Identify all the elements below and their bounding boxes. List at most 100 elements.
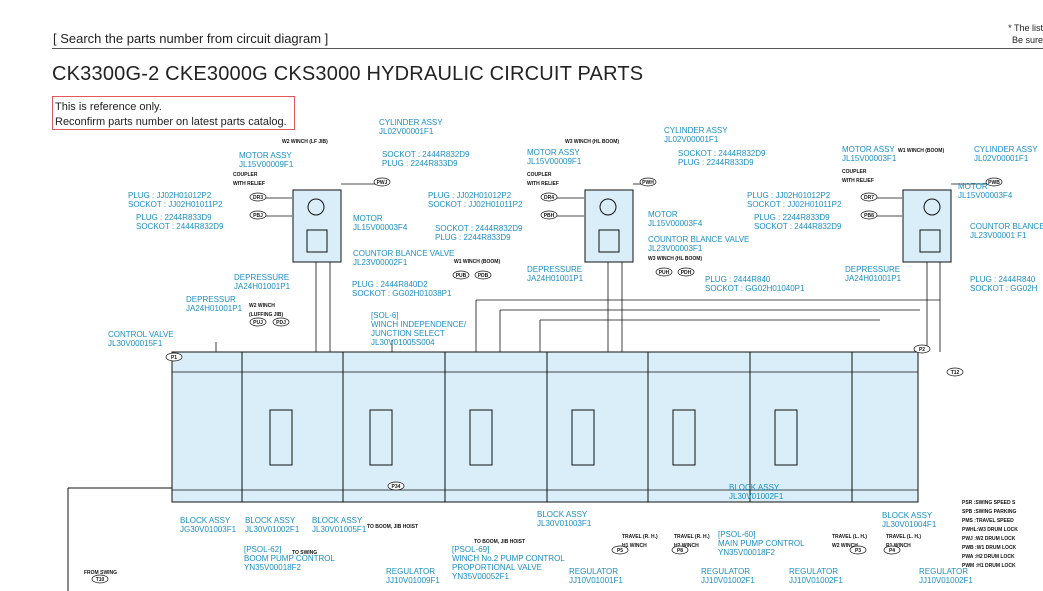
port-label: PUH — [659, 270, 670, 276]
port-marker — [883, 545, 901, 555]
search-parts-title: [ Search the parts number from circuit d… — [53, 31, 329, 46]
w3-hl-label: W3 WINCH (HL BOOM) — [648, 256, 702, 262]
port-label: PBJ — [253, 213, 263, 219]
port-marker — [985, 177, 1003, 187]
port-marker — [474, 270, 492, 280]
port-label: P34 — [392, 484, 401, 490]
w2-winch-motor — [292, 189, 342, 263]
to-boom-jib-label-2: TO BOOM, JIB HOIST — [474, 539, 525, 545]
reference-notice-line1: This is reference only. — [55, 101, 162, 113]
port-label: PWB — [988, 180, 1000, 186]
w1-winch-motor — [902, 189, 952, 263]
port-marker — [946, 367, 964, 377]
port-marker — [540, 210, 558, 220]
port-marker — [849, 545, 867, 555]
w1-winch-label: W1 WINCH (BOOM) — [898, 148, 944, 154]
port-label: PDB — [478, 273, 489, 279]
port-label: PWJ — [377, 180, 388, 186]
port-marker — [655, 267, 673, 277]
port-label: PDH — [681, 270, 692, 276]
schematic-text: W2 WINCH (LF JIB) W3 WINCH (HL BOOM) W1 WI… — [84, 139, 1018, 584]
port-label: P5 — [617, 548, 623, 554]
port-label: PBH — [544, 213, 555, 219]
port-label: P1 — [171, 355, 177, 361]
spool-symbol — [369, 409, 393, 466]
w3-winch-label: W3 WINCH (HL BOOM) — [565, 139, 619, 145]
travel-label-1: TRAVEL (R. H.)H1 WINCH — [622, 534, 658, 549]
to-swing-label: TO SWING — [292, 550, 317, 556]
port-label: DR3 — [253, 195, 263, 201]
header-note-line2: Be sure — [1011, 35, 1043, 45]
travel-label-3: TRAVEL (L. H.)W2 WINCH — [832, 534, 867, 549]
port-marker — [540, 192, 558, 202]
callout-sol6: [SOL-6]WINCH INDEPENDENCE/JUNCTION SELEC… — [371, 311, 467, 347]
travel-label-2: TRAVEL (R. H.)H2 WINCH — [674, 534, 710, 549]
travel-label-4: TRAVEL (L. H.)R1 WINCH — [886, 534, 921, 549]
header-divider — [52, 48, 1043, 49]
port-marker — [671, 545, 689, 555]
port-label: P4 — [889, 548, 895, 554]
port-label: PUB — [456, 273, 467, 279]
port-label: PB8 — [864, 213, 874, 219]
port-marker — [91, 574, 109, 584]
w1-boom-label: W1 WINCH (BOOM) — [454, 259, 500, 265]
port-label: T10 — [96, 577, 105, 583]
spool-symbol — [269, 409, 293, 466]
port-marker — [272, 317, 290, 327]
control-valve-block — [171, 351, 919, 503]
port-label: PUJ — [253, 320, 263, 326]
port-marker — [249, 210, 267, 220]
to-boom-jib-label: TO BOOM, JIB HOIST — [367, 524, 418, 530]
w2-luffing-label: W2 WINCH(LUFFING JIB) — [249, 303, 283, 318]
port-marker — [913, 344, 931, 354]
port-marker — [249, 317, 267, 327]
port-marker — [860, 192, 878, 202]
port-marker — [677, 267, 695, 277]
w2-winch-label: W2 WINCH (LF JIB) — [282, 139, 328, 145]
port-label: T12 — [951, 370, 960, 376]
port-label: P3 — [855, 548, 861, 554]
page-title: CK3300G-2 CKE3000G CKS3000 HYDRAULIC CIR… — [52, 63, 644, 85]
port-label: P2 — [919, 347, 925, 353]
reference-notice-line2: Reconfirm parts number on latest parts c… — [55, 116, 287, 128]
port-marker — [860, 210, 878, 220]
